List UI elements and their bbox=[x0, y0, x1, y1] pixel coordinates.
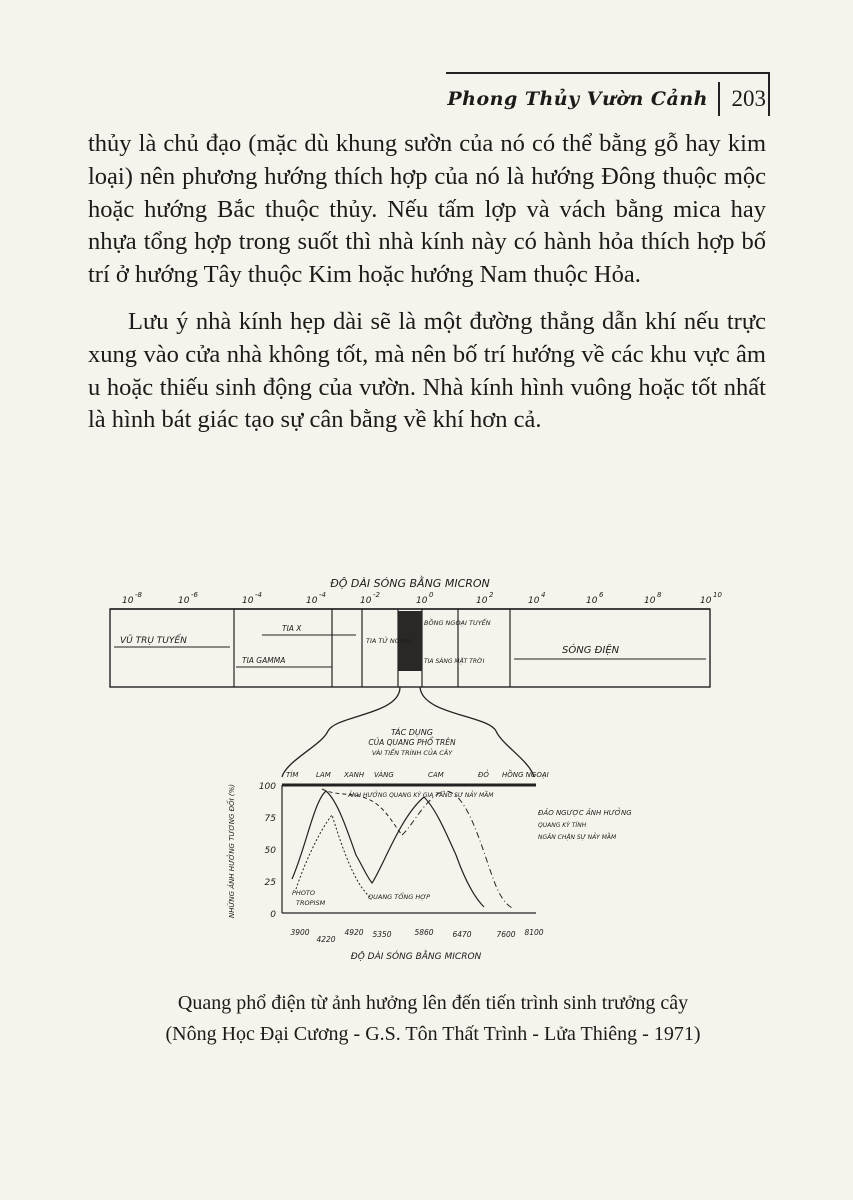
book-title: Phong Thủy Vườn Cảnh bbox=[447, 88, 708, 110]
scale-label: 10 bbox=[528, 596, 540, 606]
scale-exponent: 10 bbox=[713, 591, 722, 599]
visible-light-band bbox=[398, 611, 422, 671]
scale-label: 10 bbox=[122, 596, 134, 606]
scale-label: 10 bbox=[306, 596, 318, 606]
figure-caption: Quang phổ điện từ ảnh hưởng lên đến tiến… bbox=[88, 988, 778, 1050]
photosynthesis-label: QUANG TỔNG HỢP bbox=[368, 891, 430, 901]
curve-germination bbox=[321, 788, 403, 836]
paragraph: thủy là chủ đạo (mặc dù khung sườn của n… bbox=[88, 130, 766, 289]
y-axis-label: NHỮNG ẢNH HƯỞNG TƯƠNG ĐỐI (%) bbox=[226, 784, 236, 918]
y-tick: 75 bbox=[265, 814, 277, 824]
scale-exponent: 8 bbox=[657, 591, 662, 599]
header-divider bbox=[718, 82, 720, 116]
scale-exponent: -4 bbox=[319, 591, 326, 599]
region-radio: SÓNG ĐIỆN bbox=[562, 643, 620, 656]
color-label: HỒNG NGOẠI bbox=[502, 769, 549, 779]
scale-label: 10 bbox=[178, 596, 190, 606]
region-xray: TIA X bbox=[282, 624, 302, 633]
inhibition-label-2: QUANG KỲ TÍNH bbox=[538, 822, 587, 829]
region-ir: BỒNG NGOẠI TUYẾN bbox=[424, 617, 491, 627]
scale-label: 10 bbox=[644, 596, 656, 606]
color-bands: TÍM LAM XANH VÀNG CAM ĐỎ HỒNG NGOẠI bbox=[286, 769, 549, 779]
x-tick: 5350 bbox=[372, 930, 391, 939]
running-header: Phong Thủy Vườn Cảnh 203 bbox=[446, 72, 770, 116]
curve-photosynthesis bbox=[291, 790, 485, 908]
effect-title-1: TÁC DỤNG bbox=[391, 726, 433, 737]
curve-phototropism bbox=[295, 813, 371, 898]
y-tick: 100 bbox=[259, 782, 276, 792]
scale-label: 10 bbox=[360, 596, 372, 606]
scale-exponent: -8 bbox=[135, 591, 143, 599]
body-text: thủy là chủ đạo (mặc dù khung sườn của n… bbox=[88, 128, 766, 437]
effect-title-3: VÀI TIẾN TRÌNH CỦA CÂY bbox=[372, 747, 453, 757]
scale-exponent: -2 bbox=[373, 591, 381, 599]
y-tick: 25 bbox=[265, 878, 277, 888]
y-ticks: 100 75 50 25 0 bbox=[259, 782, 276, 920]
color-label: VÀNG bbox=[374, 770, 394, 779]
inhibition-label-3: NGĂN CHẶN SỰ NẢY MẦM bbox=[538, 833, 617, 841]
x-tick: 6470 bbox=[452, 930, 471, 939]
effect-title-2: CỦA QUANG PHỔ TRÊN bbox=[368, 737, 456, 747]
x-tick: 4920 bbox=[344, 928, 363, 937]
x-ticks: 3900 4920 5350 5860 6470 7600 8100 4220 bbox=[290, 928, 543, 944]
funnel-outline bbox=[281, 686, 535, 778]
caption-line-1: Quang phổ điện từ ảnh hưởng lên đến tiến… bbox=[177, 992, 689, 1014]
region-cosmic: VŨ TRỤ TUYẾN bbox=[120, 634, 187, 646]
scale-exponent: 6 bbox=[599, 591, 604, 599]
x-tick: 8100 bbox=[524, 928, 543, 937]
spectrum-diagram: ĐỘ DÀI SÓNG BẰNG MICRON 10 -8 10 -6 10 -… bbox=[109, 576, 722, 962]
y-tick: 0 bbox=[270, 910, 276, 920]
x-tick: 4220 bbox=[316, 935, 335, 944]
page-number: 203 bbox=[731, 86, 767, 111]
phototropism-label-2: TROPISM bbox=[296, 899, 326, 907]
scale-label: 10 bbox=[476, 596, 488, 606]
color-label: ĐỎ bbox=[478, 769, 489, 779]
phototropism-label-1: PHOTO bbox=[292, 889, 315, 897]
color-label: CAM bbox=[428, 771, 444, 779]
figure-top-title: ĐỘ DÀI SÓNG BẰNG MICRON bbox=[330, 576, 490, 590]
scale-exponent: 2 bbox=[489, 591, 494, 599]
x-tick: 7600 bbox=[496, 930, 515, 939]
region-uv: TIA TỬ NGOẠI bbox=[366, 636, 411, 645]
x-axis-title: ĐỘ DÀI SÓNG BẰNG MICRON bbox=[351, 949, 482, 962]
scale-label: 10 bbox=[700, 596, 712, 606]
color-label: LAM bbox=[316, 771, 331, 779]
scale-label: 10 bbox=[586, 596, 598, 606]
curve-inhibition bbox=[401, 790, 515, 910]
region-sun: TIA SÁNG MẶT TRỜI bbox=[424, 658, 485, 665]
caption-line-2: (Nông Học Đại Cương - G.S. Tôn Thất Trìn… bbox=[165, 1023, 701, 1045]
scale-labels: 10 -8 10 -6 10 -4 10 -4 10 -2 10 0 10 2 … bbox=[122, 591, 722, 606]
scale-label: 10 bbox=[242, 596, 254, 606]
scale-exponent: -6 bbox=[191, 591, 199, 599]
scale-exponent: 0 bbox=[429, 591, 434, 599]
scale-exponent: -4 bbox=[255, 591, 262, 599]
paragraph: Lưu ý nhà kính hẹp dài sẽ là một đường t… bbox=[88, 307, 766, 434]
color-label: XANH bbox=[343, 771, 365, 779]
x-tick: 3900 bbox=[290, 928, 309, 937]
spectrum-figure: ĐỘ DÀI SÓNG BẰNG MICRON 10 -8 10 -6 10 -… bbox=[109, 565, 722, 975]
x-tick: 5860 bbox=[414, 928, 433, 937]
region-gamma: TIA GAMMA bbox=[242, 656, 285, 665]
scale-exponent: 4 bbox=[541, 591, 545, 599]
color-label: TÍM bbox=[286, 770, 298, 779]
inhibition-label-1: ĐẢO NGƯỢC ẢNH HƯỞNG bbox=[538, 807, 632, 817]
spectrum-box bbox=[109, 608, 711, 688]
scale-label: 10 bbox=[416, 596, 428, 606]
y-tick: 50 bbox=[265, 846, 277, 856]
germination-label: ẢNH HƯỞNG QUANG KỲ GIA TĂNG SỰ NẢY MẦM bbox=[347, 791, 494, 799]
